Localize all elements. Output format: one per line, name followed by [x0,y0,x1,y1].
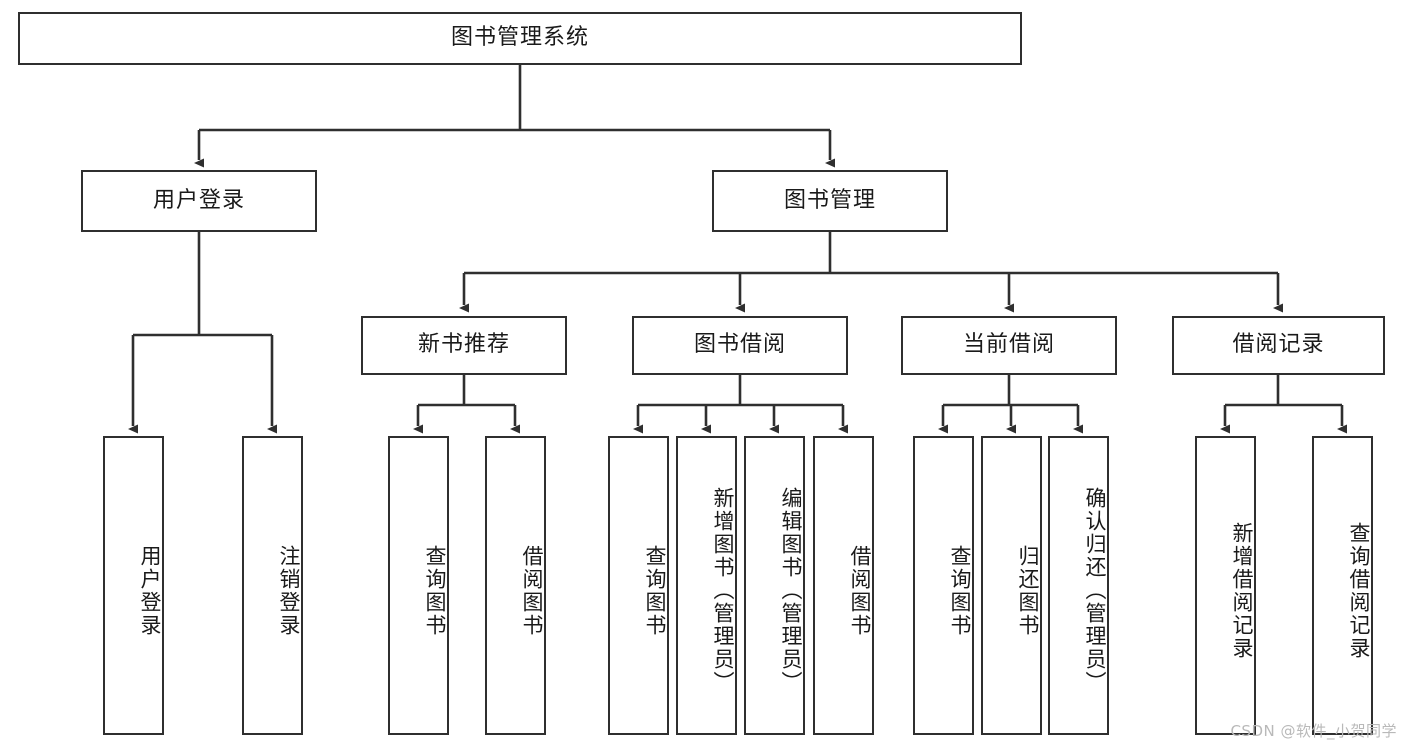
leaf-query-book-current[interactable]: 查询图书 [913,436,974,735]
node-label: 借阅图书 [520,544,544,637]
node-borrowing-record[interactable]: 借阅记录 [1172,316,1385,375]
node-label: 借阅记录 [1232,332,1325,358]
node-user-login[interactable]: 用户登录 [81,170,317,232]
node-label: 查询图书 [423,544,447,637]
leaf-add-borrow-record[interactable]: 新增借阅记录 [1195,436,1256,735]
node-label: 新增借阅记录 [1230,521,1254,660]
leaf-return-book[interactable]: 归还图书 [981,436,1042,735]
leaf-edit-book-admin[interactable]: 编辑图书（管理员） [744,436,805,735]
csdn-watermark: CSDN @软件_小贺同学 [1230,722,1397,740]
node-label: 图书借阅 [693,332,786,358]
node-current-borrowing[interactable]: 当前借阅 [901,316,1117,375]
node-label: 注销登录 [277,544,301,637]
node-label: 用户登录 [152,187,245,213]
leaf-borrow-book-recommend[interactable]: 借阅图书 [485,436,546,735]
node-label: 用户登录 [138,544,162,637]
leaf-borrow-book[interactable]: 借阅图书 [813,436,874,735]
leaf-confirm-return-admin[interactable]: 确认归还（管理员） [1048,436,1109,735]
node-label: 借阅图书 [848,544,872,637]
node-book-management[interactable]: 图书管理 [712,170,948,232]
node-label: 查询图书 [948,544,972,637]
node-label: 当前借阅 [962,332,1055,358]
node-book-borrowing[interactable]: 图书借阅 [632,316,848,375]
leaf-add-book-admin[interactable]: 新增图书（管理员） [676,436,737,735]
node-label: 图书管理系统 [450,25,589,51]
node-label: 新书推荐 [417,332,510,358]
leaf-query-borrow-record[interactable]: 查询借阅记录 [1312,436,1373,735]
leaf-logout[interactable]: 注销登录 [242,436,303,735]
node-label: 图书管理 [783,187,876,213]
node-label: 新增图书（管理员） [711,487,735,694]
leaf-query-book-recommend[interactable]: 查询图书 [388,436,449,735]
leaf-query-book-borrow[interactable]: 查询图书 [608,436,669,735]
node-root-book-management-system[interactable]: 图书管理系统 [18,12,1022,65]
node-label: 查询借阅记录 [1347,521,1371,660]
leaf-user-login[interactable]: 用户登录 [103,436,164,735]
node-label: 编辑图书（管理员） [779,487,803,694]
node-new-book-recommendation[interactable]: 新书推荐 [361,316,567,375]
node-label: 查询图书 [643,544,667,637]
node-label: 确认归还（管理员） [1083,487,1107,694]
node-label: 归还图书 [1016,544,1040,637]
